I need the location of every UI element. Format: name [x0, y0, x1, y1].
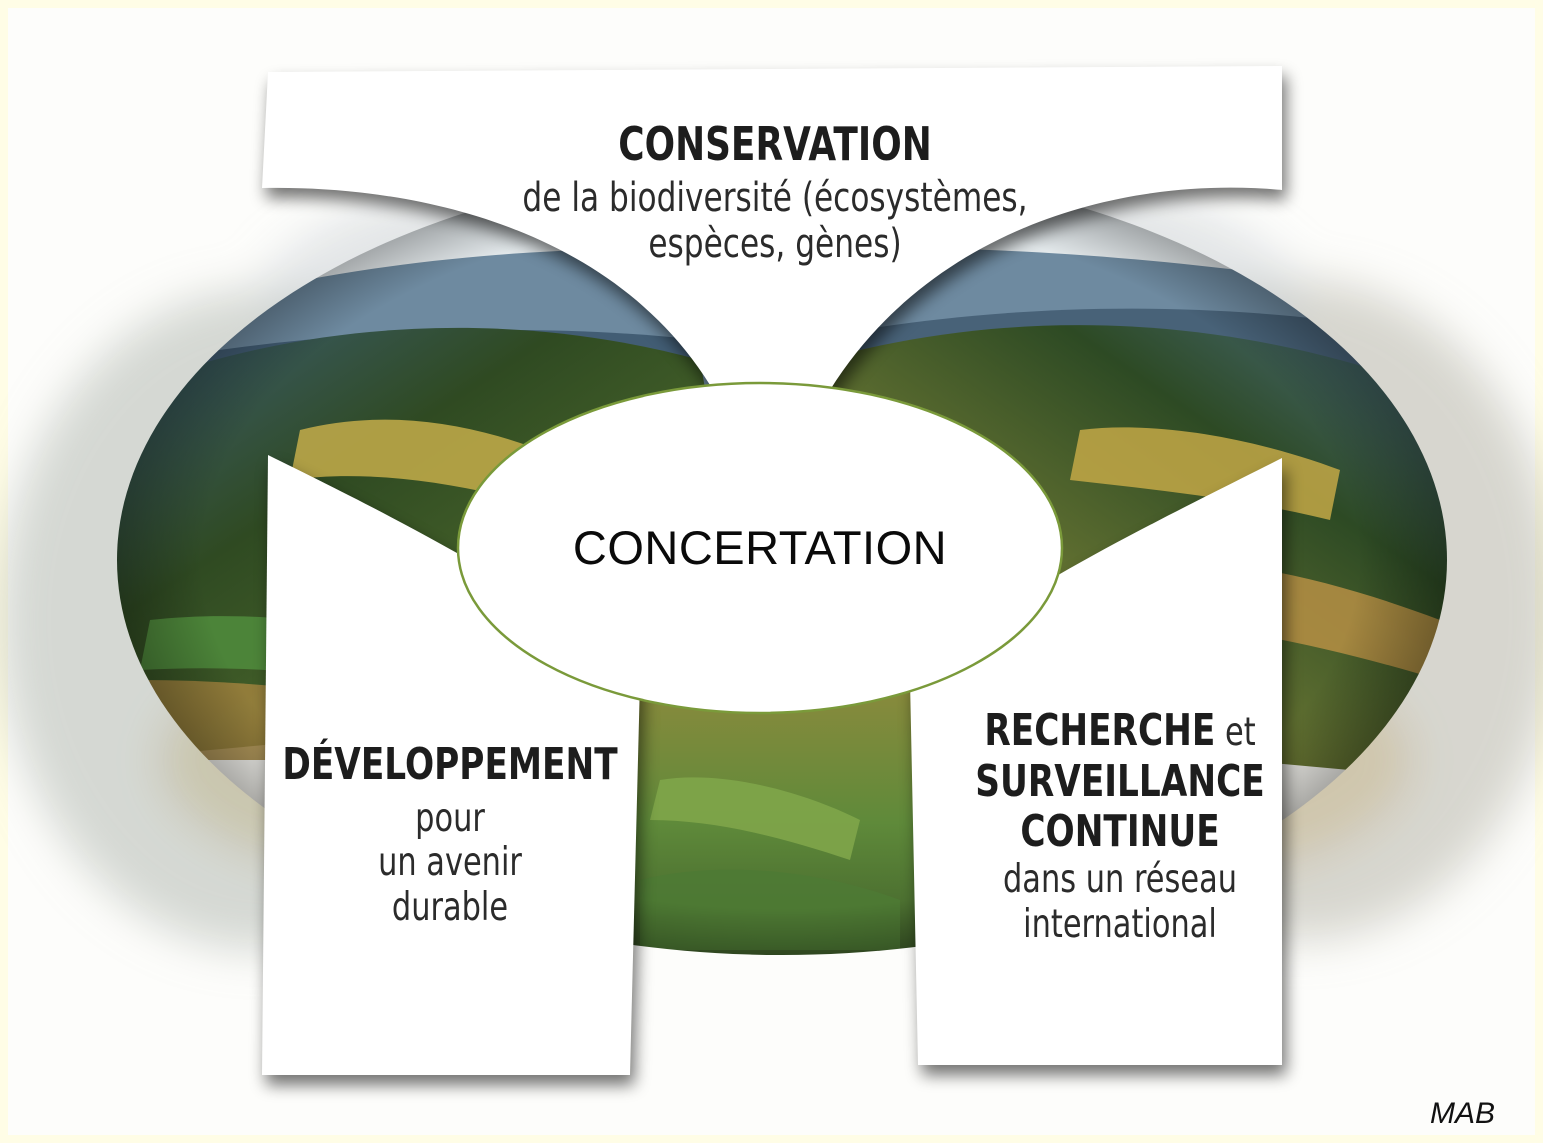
- developpement-title: DÉVELOPPEMENT: [282, 739, 618, 790]
- recherche-label: RECHERCHE et SURVEILLANCE CONTINUE dans …: [948, 705, 1291, 947]
- conservation-title: CONSERVATION: [618, 117, 932, 171]
- recherche-title-3: CONTINUE: [1020, 806, 1220, 858]
- recherche-connector: et: [1225, 710, 1256, 755]
- recherche-line-1: dans un réseau: [1002, 856, 1238, 902]
- developpement-line-1: pour: [415, 795, 485, 841]
- recherche-line-2: international: [1023, 901, 1217, 947]
- conservation-line-2: espèces, gènes): [648, 220, 902, 267]
- concertation-label: CONCERTATION: [572, 521, 948, 574]
- conservation-line-1: de la biodiversité (écosystèmes,: [522, 174, 1028, 221]
- recherche-title-1: RECHERCHE: [984, 705, 1216, 756]
- recherche-title-2: SURVEILLANCE: [975, 755, 1265, 807]
- developpement-line-3: durable: [391, 885, 509, 931]
- concertation-ellipse: [456, 381, 1064, 715]
- developpement-line-2: un avenir: [378, 840, 522, 886]
- conservation-card: [262, 66, 1282, 412]
- developpement-label: DÉVELOPPEMENT pour un avenir durable: [267, 739, 634, 931]
- conservation-label: CONSERVATION de la biodiversité (écosyst…: [498, 118, 1052, 267]
- source-credit: MAB: [1429, 1097, 1495, 1130]
